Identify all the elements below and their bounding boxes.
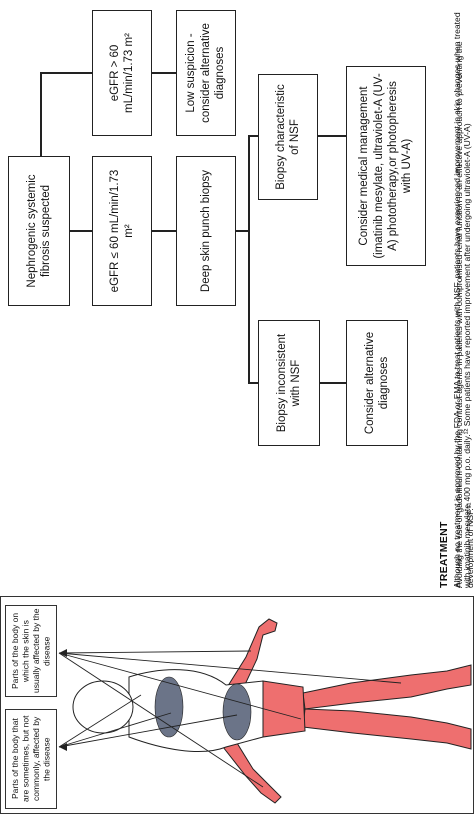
box-egfr-low: eGFR ≤ 60 mL/min/1.73 m² bbox=[92, 156, 152, 306]
pointer-line bbox=[58, 652, 302, 720]
box-nsf-suspected-text: Nephrogenic systemic fibrosis suspected bbox=[25, 174, 52, 288]
arm-affected-right bbox=[225, 618, 278, 694]
box-egfr-low-text: eGFR ≤ 60 mL/min/1.73 m² bbox=[108, 169, 135, 293]
legend-sometimes-text: Parts of the body that are sometimes, bu… bbox=[9, 715, 52, 803]
pointer-line bbox=[58, 650, 252, 654]
connector-line bbox=[40, 72, 92, 74]
thigh-affected bbox=[262, 680, 306, 738]
connector-line bbox=[248, 136, 250, 384]
connector-line bbox=[152, 72, 176, 74]
connector-line bbox=[318, 135, 346, 137]
arm-affected-left bbox=[222, 742, 282, 804]
box-egfr-high-text: eGFR > 60 mL/min/1.73 m² bbox=[108, 33, 135, 113]
connector-line bbox=[248, 382, 258, 384]
box-medical-management: Consider medical management (imatinib me… bbox=[346, 66, 426, 266]
box-egfr-high: eGFR > 60 mL/min/1.73 m² bbox=[92, 10, 152, 136]
arrow-head bbox=[59, 743, 67, 751]
box-deep-biopsy: Deep skin punch biopsy bbox=[176, 156, 236, 306]
connector-line bbox=[248, 135, 258, 137]
connector-line bbox=[320, 382, 346, 384]
box-low-suspicion-text: Low suspicion - consider alternative dia… bbox=[185, 23, 227, 123]
treatment-heading: TREATMENT bbox=[438, 521, 450, 588]
box-biopsy-characteristic: Biopsy characteristic of NSF bbox=[258, 74, 318, 200]
box-medical-management-text: Consider medical management (imatinib me… bbox=[358, 73, 414, 259]
treatment-paragraph-2: Although no treatment is approved by the… bbox=[452, 12, 472, 588]
legend-usually-affected: Parts of the body on which the skin is u… bbox=[5, 605, 57, 697]
box-alternative-diagnoses-text: Consider alternative diagnoses bbox=[363, 331, 390, 435]
legend-sometimes-affected: Parts of the body that are sometimes, bu… bbox=[5, 709, 57, 809]
connector-line bbox=[152, 230, 176, 232]
connector-line bbox=[70, 230, 92, 232]
abdomen-patch bbox=[222, 683, 252, 741]
pointer-line bbox=[58, 712, 172, 748]
leg-affected-upper bbox=[302, 664, 472, 710]
connector-line bbox=[40, 72, 42, 156]
arrow-head bbox=[59, 649, 67, 657]
pointer-line bbox=[58, 714, 238, 748]
connector-line bbox=[236, 230, 248, 232]
head-outline bbox=[72, 680, 134, 734]
box-alternative-diagnoses: Consider alternative diagnoses bbox=[346, 320, 408, 446]
leg-affected-lower bbox=[302, 708, 472, 750]
legend-usual-text: Parts of the body on which the skin is u… bbox=[9, 608, 52, 694]
box-nsf-suspected: Nephrogenic systemic fibrosis suspected bbox=[8, 156, 70, 306]
box-biopsy-inconsistent-text: Biopsy inconsistent with NSF bbox=[275, 333, 302, 433]
box-low-suspicion: Low suspicion - consider alternative dia… bbox=[176, 10, 236, 136]
flowchart-area: Nephrogenic systemic fibrosis suspected … bbox=[8, 10, 474, 588]
box-biopsy-inconsistent: Biopsy inconsistent with NSF bbox=[258, 320, 320, 446]
treatment-paragraph-2-strip: Although no treatment is approved by the… bbox=[452, 8, 472, 588]
box-deep-biopsy-text: Deep skin punch biopsy bbox=[199, 169, 212, 293]
chest-patch bbox=[154, 676, 184, 738]
body-diagram bbox=[58, 618, 472, 804]
box-biopsy-characteristic-text: Biopsy characteristic of NSF bbox=[274, 84, 301, 190]
pointer-line bbox=[58, 694, 142, 748]
pointer-line bbox=[58, 652, 264, 788]
body-figure-panel: Parts of the body on which the skin is u… bbox=[0, 596, 474, 814]
pointer-line bbox=[58, 652, 402, 684]
